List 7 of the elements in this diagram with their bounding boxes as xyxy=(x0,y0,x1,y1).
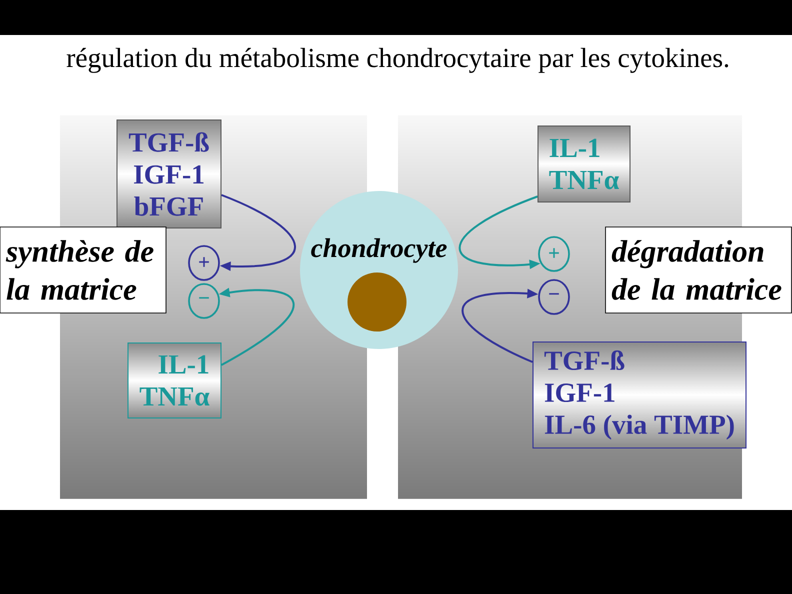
text-box: IL-1 TNFα xyxy=(538,126,630,202)
text-box: TGF-ß IGF-1 bFGF xyxy=(116,120,222,228)
caption-box: dégradation de la matrice xyxy=(605,226,792,314)
title: régulation du métabolisme chondrocytaire par les cytokines. xyxy=(66,48,728,73)
caption-box: synthèse de la matrice xyxy=(0,226,166,314)
text-box: TGF-ß IGF-1 IL-6 (via TIMP) xyxy=(532,342,746,448)
text-box: IL-1 TNFα xyxy=(128,342,222,418)
